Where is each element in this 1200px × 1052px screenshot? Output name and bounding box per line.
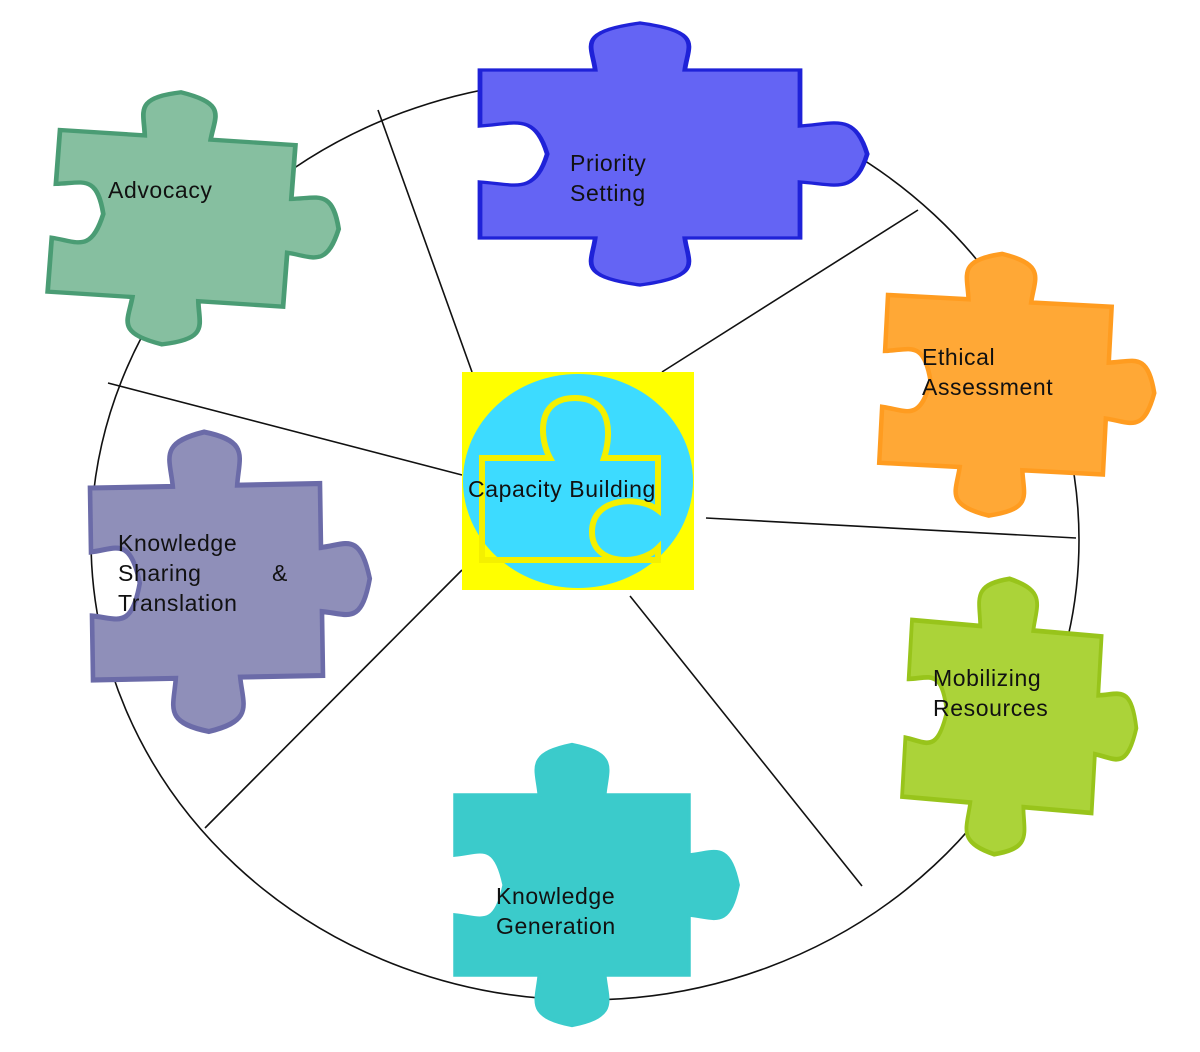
label-priority-setting: Priority Setting [570,150,653,206]
center-disc [463,374,693,588]
spoke-sharing-advocacy [107,382,463,476]
label-ethical-assessment: Ethical Assessment [922,344,1053,400]
spoke-ethical-mobilizing [705,517,1077,539]
label-mobilizing-resources: Mobilizing Resources [933,665,1048,721]
label-capacity-building: Capacity Building [468,476,656,502]
center-puzzle-outline [479,394,661,563]
spoke-advocacy-priority [377,109,473,373]
spoke-priority-ethical [661,209,919,373]
center-hub [462,372,694,590]
spoke-generation-sharing [204,569,463,829]
puzzle-piece-advocacy [44,85,348,355]
spoke-mobilizing-generation [629,595,863,887]
label-knowledge-sharing: Knowledge Sharing Translation [118,530,244,616]
label-knowledge-sharing-ampersand: & [272,560,288,586]
label-knowledge-generation: Knowledge Generation [496,883,622,939]
label-advocacy: Advocacy [108,177,213,203]
puzzle-piece-priority-setting [480,23,867,285]
